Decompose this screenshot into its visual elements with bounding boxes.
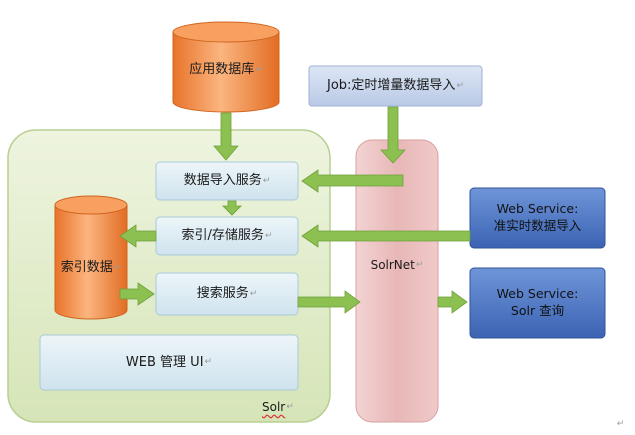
solr-label: Solr↵ [262,399,294,414]
index-service-label: 索引/存储服务↵ [181,228,273,244]
index-data-cylinder [54,195,128,320]
ws-import-box [469,187,606,249]
arrow-appdb-to-import [213,112,239,161]
flow-arrows [119,106,471,314]
arrow-data-to-search [119,282,155,306]
search-service-box [155,272,299,316]
ws-query-label: Web Service: Solr 查询 [496,286,579,318]
job-label: Job:定时增量数据导入↵ [327,78,464,94]
web-admin-label: WEB 管理 UI↵ [125,354,213,370]
ws-query-box [469,267,606,339]
arrow-wsimport-to-index [301,224,471,248]
end-mark: ↵ [616,418,625,429]
arrow-job-down [380,106,406,164]
arrow-to-import-service [301,169,404,193]
job-box [308,65,483,107]
arrow-index-to-data [119,224,157,248]
search-service-label: 搜索服务↵ [196,286,258,302]
web-admin-box [39,334,299,391]
index-data-label: 索引数据↵ [60,260,122,276]
import-service-box [155,161,299,201]
app-database-label: 应用数据库↵ [189,62,263,78]
solrnet-label: SolrNet↵ [370,257,424,272]
arrow-search-to-solrnet [297,290,361,314]
import-service-label: 数据导入服务↵ [183,173,271,189]
arrow-solrnet-to-wsquery [437,290,468,314]
app-database-cylinder [172,21,280,113]
arrow-import-to-index [222,200,242,216]
ws-import-label: Web Service: 准实时数据导入 [493,201,582,233]
